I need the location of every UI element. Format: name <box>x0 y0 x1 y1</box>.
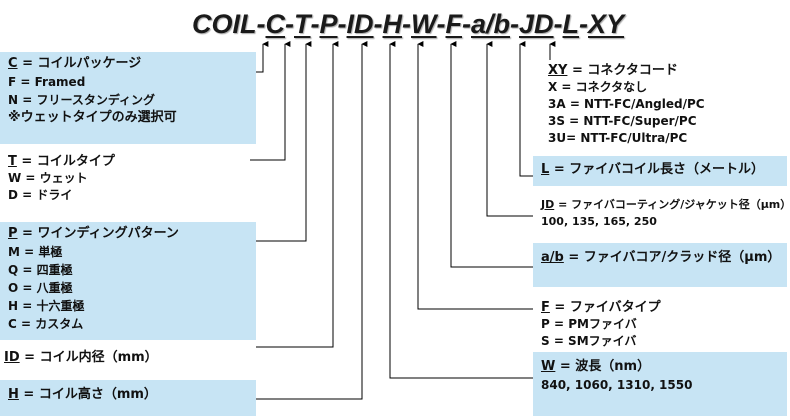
option-xy-2: 3S = NTT-FC/Super/PC <box>548 114 697 128</box>
title-id: = コイル内径（mm） <box>19 350 158 365</box>
title-h: = コイル高さ（mm） <box>18 387 157 402</box>
option-p-2: O = 八重極 <box>8 281 73 295</box>
key-w: W <box>541 359 556 374</box>
box-winding-pattern: P = ワインディングパターン M = 単極 Q = 四重極 O = 八重極 H… <box>0 222 256 340</box>
option-t-0: W = ウェット <box>8 171 88 185</box>
option-c-2: ※ウェットタイプのみ選択可 <box>8 110 177 125</box>
option-jd-0: 100, 135, 165, 250 <box>541 215 657 228</box>
title-ab: = ファイバコア/クラッド径（µm） <box>563 250 781 265</box>
key-l: L <box>541 162 550 177</box>
box-coil-package: C = コイルパッケージ F = Framed N = フリースタンディング ※… <box>0 52 256 144</box>
option-xy-1: 3A = NTT-FC/Angled/PC <box>548 97 705 111</box>
option-xy-0: X = コネクタなし <box>548 80 648 94</box>
option-w-0: 840, 1060, 1310, 1550 <box>541 378 693 392</box>
option-t-1: D = ドライ <box>8 188 73 202</box>
key-c: C <box>8 56 18 71</box>
title-jd: = ファイバコーティング/ジャケット径（µm） <box>554 198 790 211</box>
code-segment-t: T <box>294 9 311 39</box>
option-p-4: C = カスタム <box>8 317 84 331</box>
group-coil-type: T = コイルタイプ W = ウェット D = ドライ <box>8 153 115 204</box>
code-segment-w: W <box>411 9 437 39</box>
connector-ab <box>450 41 533 268</box>
key-jd: JD <box>541 198 555 211</box>
title-l: = ファイバコイル長さ（メートル） <box>549 162 764 177</box>
title-p: = ワインディングパターン <box>17 226 179 241</box>
code-separator: COIL- <box>192 9 266 39</box>
key-f: F <box>541 300 550 315</box>
code-separator: - <box>402 9 412 39</box>
option-c-1: N = フリースタンディング <box>8 93 156 107</box>
code-segment-l: L <box>562 9 580 39</box>
option-xy-3: 3U= NTT-FC/Ultra/PC <box>548 131 688 145</box>
connector-t <box>250 41 291 161</box>
code-separator: - <box>510 9 520 39</box>
code-segment-f: F <box>445 9 463 39</box>
connector-h <box>256 41 368 400</box>
connector-p <box>256 41 312 242</box>
option-f-0: P = PMファイバ <box>541 317 637 331</box>
option-c-0: F = Framed <box>8 75 86 89</box>
code-separator: - <box>285 9 294 39</box>
code-segment-c: C <box>265 9 286 39</box>
box-wavelength: W = 波長（nm） 840, 1060, 1310, 1550 <box>533 352 787 416</box>
code-segment-ab: a/b <box>471 9 511 39</box>
code-segment-xy: XY <box>588 9 625 39</box>
part-number-code: COIL-C-T-P-ID-H-W-F-a/b-JD-L-XY <box>192 6 624 40</box>
option-f-1: S = SMファイバ <box>541 334 637 348</box>
connector-w <box>389 41 533 379</box>
group-jacket-diameter: JD = ファイバコーティング/ジャケット径（µm） 100, 135, 165… <box>541 196 790 230</box>
connector-l <box>519 41 533 177</box>
group-fiber-type: F = ファイバタイプ P = PMファイバ S = SMファイバ <box>541 299 661 350</box>
key-ab: a/b <box>541 250 564 265</box>
title-f: = ファイバタイプ <box>549 300 661 315</box>
code-separator: - <box>436 9 446 39</box>
key-p: P <box>8 226 18 241</box>
code-segment-h: H <box>382 9 403 39</box>
box-core-clad-diameter: a/b = ファイバコア/クラッド径（µm） <box>533 243 787 287</box>
key-xy: XY <box>548 63 568 78</box>
key-t: T <box>8 154 17 169</box>
code-separator: - <box>373 9 383 39</box>
option-p-1: Q = 四重極 <box>8 263 73 277</box>
code-separator: - <box>579 9 589 39</box>
option-p-3: H = 十六重極 <box>8 299 85 313</box>
code-separator: - <box>462 9 471 39</box>
title-xy: = コネクタコード <box>567 63 678 78</box>
code-separator: - <box>337 9 347 39</box>
connector-c <box>256 41 269 73</box>
code-separator: - <box>310 9 320 39</box>
code-segment-id: ID <box>346 9 374 39</box>
title-w: = 波長（nm） <box>555 359 651 374</box>
group-connector-code: XY = コネクタコード X = コネクタなし 3A = NTT-FC/Angl… <box>548 62 705 147</box>
group-coil-inner-diameter: ID = コイル内径（mm） <box>4 349 158 366</box>
box-fiber-coil-length: L = ファイバコイル長さ（メートル） <box>533 156 787 186</box>
key-id: ID <box>4 350 20 365</box>
option-p-0: M = 単極 <box>8 245 63 259</box>
code-segment-p: P <box>319 9 338 39</box>
connector-f <box>417 41 533 310</box>
title-t: = コイルタイプ <box>16 154 115 169</box>
connector-id <box>256 41 339 348</box>
box-coil-height: H = コイル高さ（mm） <box>0 380 256 416</box>
key-h: H <box>8 387 19 402</box>
connector-jd <box>486 41 533 217</box>
code-separator: - <box>553 9 563 39</box>
code-segment-jd: JD <box>519 9 554 39</box>
title-c: = コイルパッケージ <box>17 56 142 71</box>
